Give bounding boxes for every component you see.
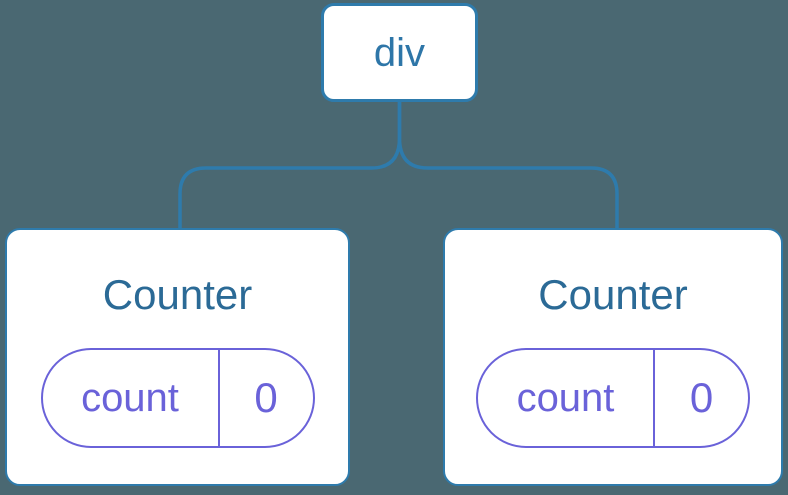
connector-right-branch — [397, 100, 619, 230]
state-name-label: count — [43, 350, 220, 446]
state-value: 0 — [254, 374, 278, 421]
connector-left-branch — [178, 100, 402, 230]
counter-card-right: Counter count 0 — [443, 228, 783, 486]
state-value: 0 — [689, 374, 714, 421]
counter-card-left: Counter count 0 — [5, 228, 350, 486]
root-node-div: div — [321, 3, 478, 102]
state-pill: count 0 — [40, 348, 315, 448]
counter-card-title: Counter — [102, 271, 253, 318]
root-node-label: div — [373, 30, 426, 75]
state-pill: count 0 — [476, 348, 750, 448]
state-name-label: count — [478, 350, 655, 446]
counter-card-title: Counter — [538, 271, 688, 318]
